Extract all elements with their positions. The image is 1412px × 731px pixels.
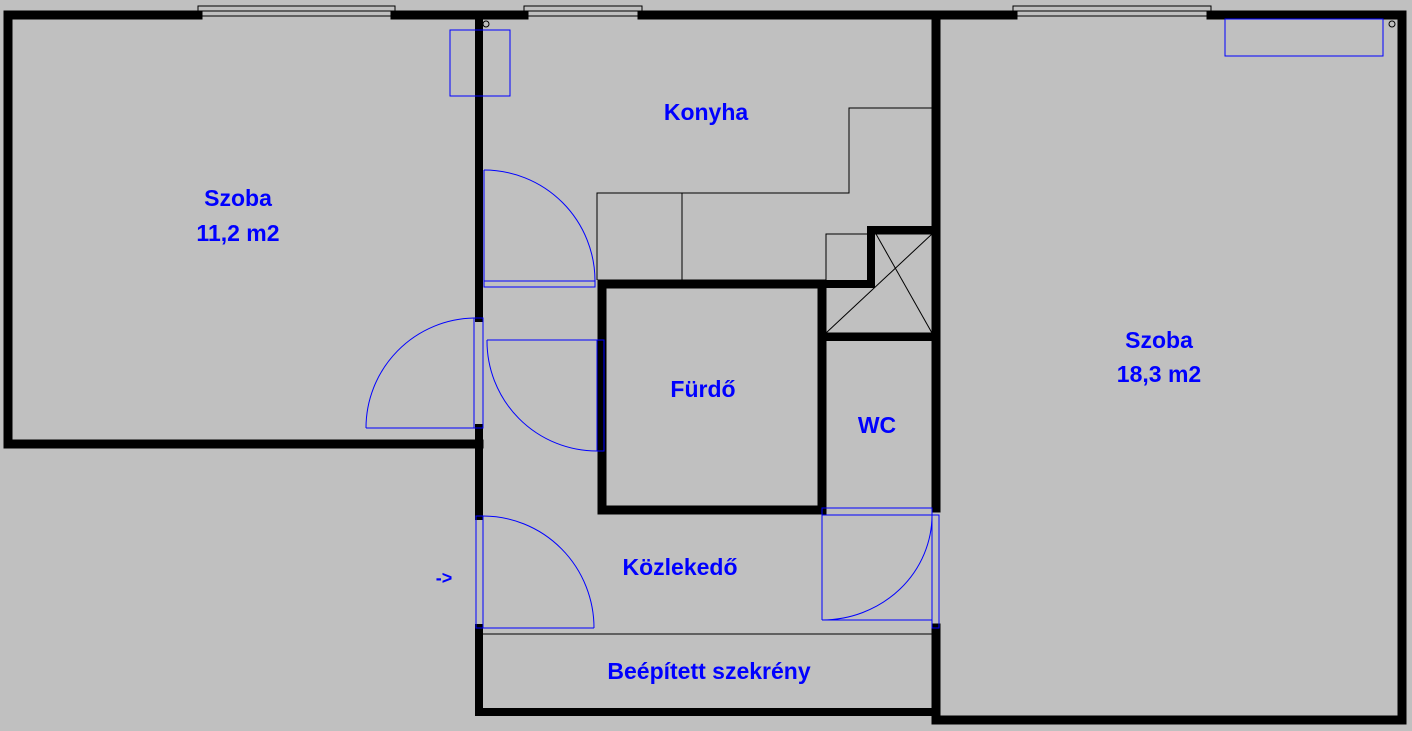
room-name-konyha: Konyha xyxy=(664,99,749,125)
doors xyxy=(365,18,1384,629)
room-name-szekreny: Beépített szekrény xyxy=(607,658,810,684)
chimney-box xyxy=(449,29,511,97)
wall-right-room xyxy=(931,10,1407,725)
room-name-kozlekedo: Közlekedő xyxy=(622,554,737,580)
radiator-box xyxy=(1224,18,1384,57)
fixtures xyxy=(482,20,1396,635)
door-left-room xyxy=(473,317,484,429)
door-kitchen xyxy=(483,280,596,288)
door-entrance xyxy=(475,515,484,629)
door-wc xyxy=(821,507,933,516)
room-labels: Szoba 11,2 m2 Konyha Fürdő WC Közlekedő … xyxy=(196,99,1201,684)
kitchen-counter xyxy=(596,107,932,280)
room-name-szoba-right: Szoba xyxy=(1125,327,1193,353)
room-name-furdo: Fürdő xyxy=(670,376,735,402)
room-name-szoba-left: Szoba xyxy=(204,185,272,211)
shaft xyxy=(825,233,933,334)
room-area-szoba-right: 18,3 m2 xyxy=(1117,361,1201,387)
room-name-wc: WC xyxy=(858,412,896,438)
door-right-room xyxy=(931,514,940,629)
walls xyxy=(3,10,1407,725)
wall-left-room xyxy=(3,10,484,449)
room-area-szoba-left: 11,2 m2 xyxy=(196,220,279,246)
entrance-arrow: -> xyxy=(436,568,453,588)
door-bathroom xyxy=(596,339,605,452)
